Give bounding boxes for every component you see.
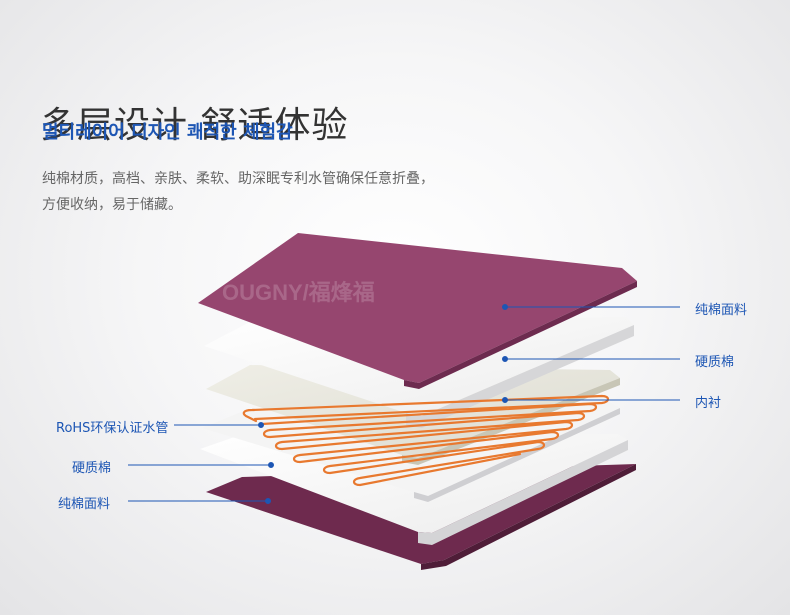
label-lining: 内衬 — [695, 396, 722, 411]
callout-lines — [128, 304, 680, 504]
label-water-pipe: RoHS环保认证水管 — [56, 421, 169, 436]
description-line-1: 纯棉材质，高档、亲肤、柔软、助深眠专利水管确保任意折叠， — [42, 171, 434, 187]
description-line-2: 方便收纳，易于储藏。 — [42, 197, 182, 213]
page-title: 多层设计 舒适体验 — [40, 105, 349, 147]
water-pipe-line — [242, 394, 610, 487]
label-hard-cotton-left: 硬质棉 — [72, 461, 112, 476]
label-top-fabric: 纯棉面料 — [695, 303, 748, 318]
description: 纯棉材质，高档、亲肤、柔软、助深眠专利水管确保任意折叠， 方便收纳，易于储藏。 — [42, 166, 562, 218]
watermark-text: OUGNY/福烽福 — [222, 280, 375, 305]
top-fabric-layer: OUGNY/福烽福 — [198, 233, 637, 389]
korean-subtitle: 멀티레이어 디자인 쾌적한 체험감 — [42, 122, 293, 143]
label-bottom-fabric: 纯棉面料 — [58, 497, 111, 512]
label-hard-cotton-right: 硬质棉 — [695, 355, 735, 370]
